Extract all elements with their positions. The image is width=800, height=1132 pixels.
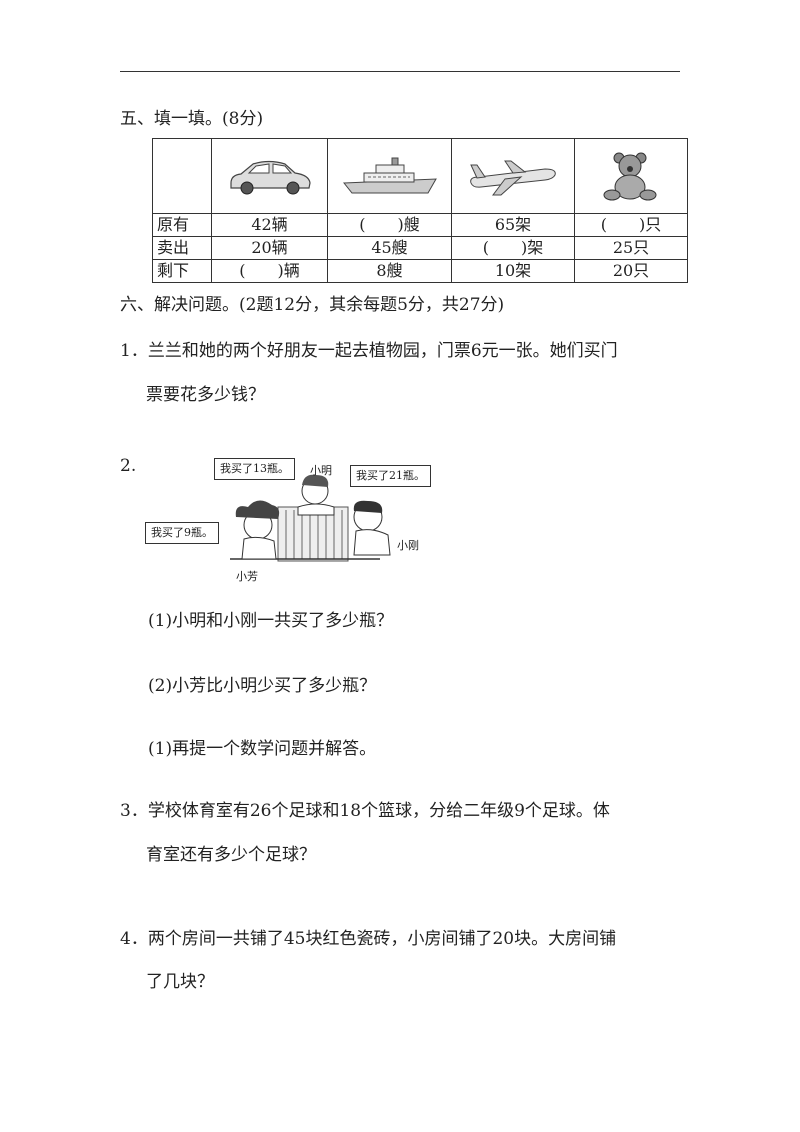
label-xiaogang: 小刚 <box>397 539 419 552</box>
question-1-line2: 票要花多少钱？ <box>146 385 265 405</box>
question-2-number: 2. <box>120 456 137 476</box>
car-icon <box>229 160 311 195</box>
table-cell: 65架 <box>451 213 575 237</box>
question-number: 1． <box>120 341 148 361</box>
table-cell: 8艘 <box>327 259 452 283</box>
question-number: 4． <box>120 929 148 949</box>
speech-bubble-xiaoming: 我买了13瓶。 <box>214 458 295 480</box>
question-1: 1．兰兰和她的两个好朋友一起去植物园，门票6元一张。她们买门 <box>120 340 618 362</box>
table-cell: ( )只 <box>574 213 688 237</box>
car-picture-cell <box>211 138 328 214</box>
question-2-sub3: (1)再提一个数学问题并解答。 <box>148 739 377 759</box>
teddy-bear-icon <box>603 152 657 201</box>
table-cell: ( )辆 <box>211 259 328 283</box>
table-cell: 20只 <box>574 259 688 283</box>
table-cell: ( )艘 <box>327 213 452 237</box>
question-3-line2: 育室还有多少个足球？ <box>146 845 316 865</box>
row-label: 剩下 <box>152 259 212 283</box>
section5-title: 五、填一填。(8分) <box>120 109 264 129</box>
ship-icon <box>342 157 437 194</box>
question-4: 4．两个房间一共铺了45块红色瓷砖，小房间铺了20块。大房间铺 <box>120 928 616 950</box>
table-cell: 25只 <box>574 236 688 260</box>
table-row: 剩下 ( )辆 8艘 10架 20只 <box>152 259 688 283</box>
airplane-icon <box>470 160 556 196</box>
question-text: 两个房间一共铺了45块红色瓷砖，小房间铺了20块。大房间铺 <box>147 929 617 949</box>
question-text: 兰兰和她的两个好朋友一起去植物园，门票6元一张。她们买门 <box>147 341 618 361</box>
question-2-sub2: (2)小芳比小明少买了多少瓶？ <box>148 676 377 696</box>
speech-bubble-xiaogang: 我买了21瓶。 <box>350 465 431 487</box>
question-4-line2: 了几块？ <box>146 972 214 992</box>
ship-picture-cell <box>327 138 452 214</box>
speech-bubble-xiaofang: 我买了9瓶。 <box>145 522 219 544</box>
table-cell: 42辆 <box>211 213 328 237</box>
section6-title: 六、解决问题。(2题12分，其余每题5分，共27分) <box>120 295 505 315</box>
question-text: 学校体育室有26个足球和18个篮球，分给二年级9个足球。体 <box>147 801 610 821</box>
table-corner-cell <box>152 138 212 214</box>
row-label: 卖出 <box>152 236 212 260</box>
question-2-sub1: (1)小明和小刚一共买了多少瓶？ <box>148 611 394 631</box>
airplane-picture-cell <box>451 138 575 214</box>
table-cell: 45艘 <box>327 236 452 260</box>
kids-with-bottles-image <box>230 474 391 562</box>
table-cell: ( )架 <box>451 236 575 260</box>
table-cell: 10架 <box>451 259 575 283</box>
table-cell: 20辆 <box>211 236 328 260</box>
question-number: 3． <box>120 801 148 821</box>
teddy-bear-picture-cell <box>574 138 688 214</box>
header-rule <box>120 71 680 72</box>
table-row: 原有 42辆 ( )艘 65架 ( )只 <box>152 213 688 237</box>
fill-in-table: 原有 42辆 ( )艘 65架 ( )只 卖出 20辆 45艘 ( )架 25只… <box>152 138 688 283</box>
row-label: 原有 <box>152 213 212 237</box>
table-row: 卖出 20辆 45艘 ( )架 25只 <box>152 236 688 260</box>
label-xiaofang: 小芳 <box>236 570 258 583</box>
question-3: 3．学校体育室有26个足球和18个篮球，分给二年级9个足球。体 <box>120 800 610 822</box>
label-xiaoming: 小明 <box>310 464 332 477</box>
